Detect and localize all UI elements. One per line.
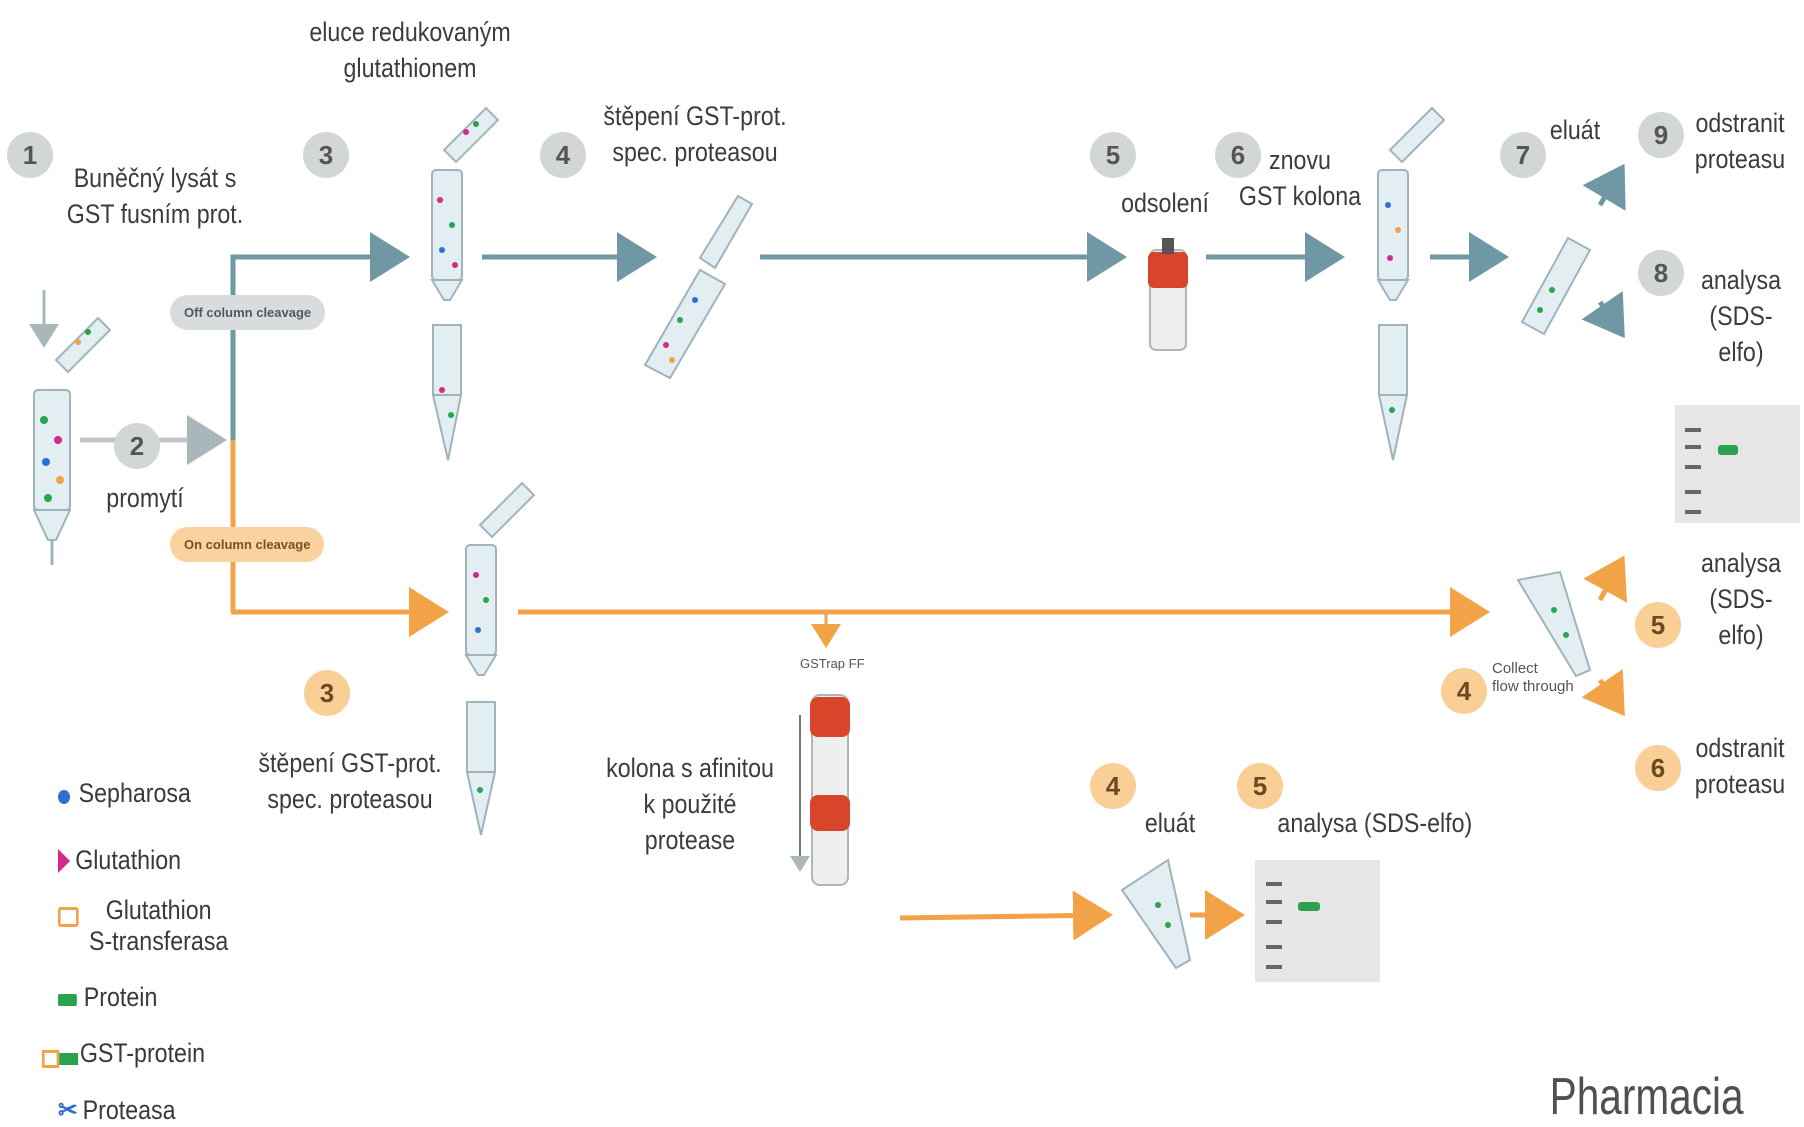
desalting-column [1148,238,1188,351]
step-7-top-badge: 7 [1500,132,1546,178]
flow-through-tube [1516,570,1592,678]
collect-flow-through-label: Collect flow through [1492,660,1574,695]
legend-item: Glutathion [58,845,181,876]
affinity-column [810,694,850,886]
step-6-top-badge: 6 [1215,132,1261,178]
legend-item: Sepharosa [58,778,191,809]
step-5-top-badge: 5 [1090,132,1136,178]
step-3-top-badge: 3 [303,132,349,178]
step-4-top-badge: 4 [540,132,586,178]
legend-item: Glutathion S-transferasa [58,895,228,957]
step-9-top-label: odstranit proteasu [1694,108,1786,174]
step-6-right-badge: 6 [1635,745,1681,791]
protease-icon: ✂ [58,1095,78,1125]
legend-label: Sepharosa [78,778,191,808]
legend-item: Protein [58,982,157,1013]
glutathione-icon [58,849,71,873]
step-5-top-label: odsolení [1121,188,1209,218]
legend-label: Glutathion [75,845,182,875]
eluate-tube-bottom [1120,858,1192,970]
step-5-analysis-label: analysa (SDS-elfo) [1277,808,1473,838]
legend-label: Glutathion S-transferasa [88,895,229,956]
gst-icon [58,907,79,927]
step-5-right-badge: 5 [1635,602,1681,648]
sds-gel-bottom [1255,860,1380,982]
protein-icon [58,994,77,1006]
legend-label: Proteasa [82,1095,176,1125]
gst-column-second [1376,106,1446,461]
step-9-top-badge: 9 [1638,112,1684,158]
lysate-column [32,316,112,565]
step-5-analysis-badge: 5 [1237,763,1283,809]
legend-item: GST-protein [42,1038,205,1069]
step-3-top-label: eluce redukovaným glutathionem [309,17,511,83]
step-2-label: promytí [106,483,184,513]
step-4-eluate-badge: 4 [1090,763,1136,809]
eluate-tube-top [1520,236,1592,336]
gst-protein-icon [42,1050,79,1068]
step-4-eluate-label: eluát [1144,808,1196,838]
sds-gel-top [1675,405,1800,523]
step-7-top-label: eluát [1549,115,1601,145]
affinity-column-label: kolona s afinitou k použité protease [606,753,774,855]
legend-item: ✂ Proteasa [58,1095,176,1126]
on-column-arrow-remove [1581,668,1625,717]
off-column-arrow-analysis [1581,290,1625,339]
off-column-arrow-remove [1582,163,1626,211]
credit-pharmacia: Pharmacia [1550,1068,1744,1126]
on-column-arrow-analysis [1583,555,1628,603]
step-2-badge: 2 [114,423,160,469]
step-8-top-label: analysa (SDS-elfo) [1700,265,1782,367]
step-3-bottom-label: štěpení GST-prot. spec. proteasou [258,748,442,814]
step-6-right-label: odstranit proteasu [1694,733,1786,799]
gstrap-tag: GSTrap FF [800,656,865,671]
affinity-to-eluate-arrow [899,890,1113,941]
step-8-top-badge: 8 [1638,250,1684,296]
step-5-right-label: analysa (SDS-elfo) [1700,548,1782,650]
step-1-badge: 1 [7,132,53,178]
sepharose-bead-icon [58,790,71,804]
elution-column [430,106,500,461]
legend-label: Protein [83,982,158,1012]
step-3-bottom-badge: 3 [304,670,350,716]
step-6-top-label: znovu GST kolona [1238,145,1362,211]
cleavage-tube [643,194,754,380]
on-column-cleavage-pill: On column cleavage [170,527,325,562]
off-column-cleavage-pill: Off column cleavage [170,295,326,330]
step-4-flow-through-badge: 4 [1441,668,1487,714]
step-4-top-label: štěpení GST-prot. spec. proteasou [603,101,787,167]
legend-label: GST-protein [79,1038,206,1068]
step-1-label: Buněčný lysát s GST fusním prot. [66,163,244,229]
on-column-cleavage-column [464,481,536,836]
